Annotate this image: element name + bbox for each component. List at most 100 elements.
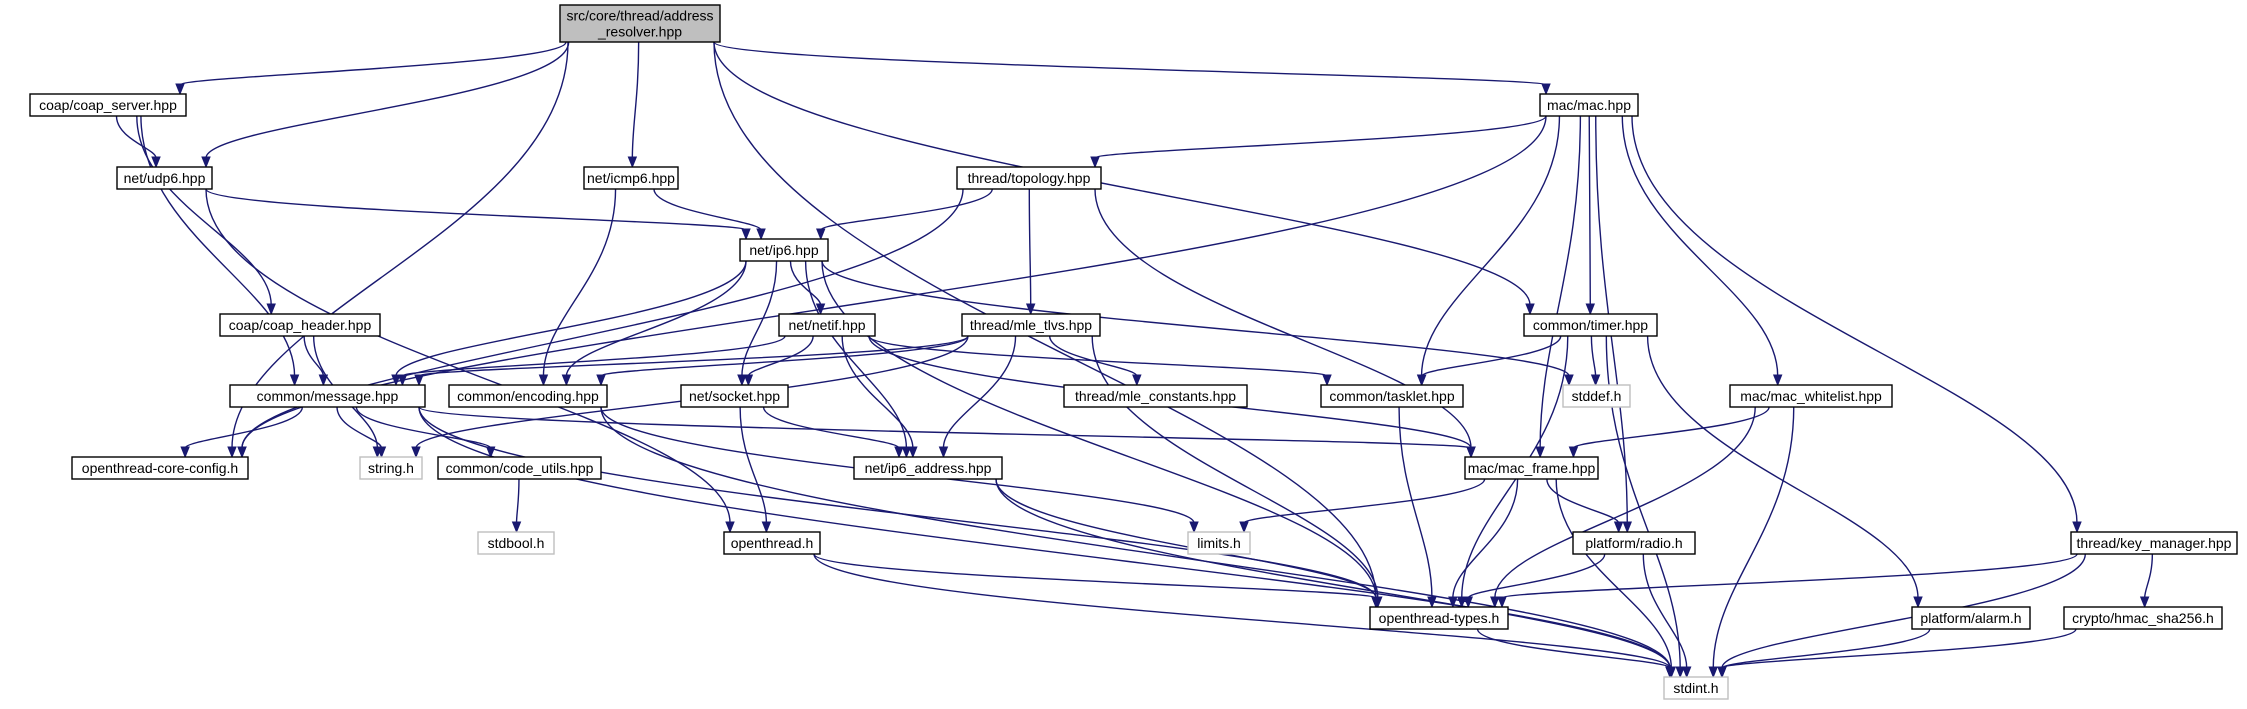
edge-line <box>1646 335 1919 599</box>
node-ip6-address[interactable]: net/ip6_address.hpp <box>853 456 1003 480</box>
node-mle-tlvs[interactable]: thread/mle_tlvs.hpp <box>961 313 1101 337</box>
node-stdbool[interactable]: stdbool.h <box>477 531 555 555</box>
edge-udp6-to-openthread <box>205 188 735 534</box>
arrowhead <box>1665 666 1675 679</box>
edge-mac-whitelist-to-stdint <box>1708 406 1795 679</box>
edge-mac-to-radio <box>1595 115 1632 534</box>
edge-line <box>1539 115 1582 449</box>
node-hmac[interactable]: crypto/hmac_sha256.h <box>2063 606 2223 630</box>
edge-line <box>713 41 1377 599</box>
arrowhead <box>743 374 754 387</box>
node-coap-server[interactable]: coap/coap_server.hpp <box>29 93 187 117</box>
node-mac-whitelist[interactable]: mac/mac_whitelist.hpp <box>1729 384 1893 408</box>
node-encoding[interactable]: common/encoding.hpp <box>448 384 608 408</box>
arrowhead <box>318 374 329 387</box>
node-mac-frame[interactable]: mac/mac_frame.hpp <box>1464 456 1599 480</box>
edge-hmac-to-stdint <box>1717 628 2077 679</box>
node-box <box>1729 384 1893 408</box>
edge-line <box>1712 406 1795 669</box>
node-alarm[interactable]: platform/alarm.h <box>1911 606 2031 630</box>
node-label: net/udp6.hpp <box>124 170 206 186</box>
arrowhead <box>596 374 606 387</box>
edge-message-to-string <box>336 406 387 459</box>
edge-line <box>762 406 900 449</box>
node-label: net/icmp6.hpp <box>587 170 675 186</box>
node-mac[interactable]: mac/mac.hpp <box>1539 93 1639 117</box>
node-coap-header[interactable]: coap/coap_header.hpp <box>219 313 381 337</box>
node-radio[interactable]: platform/radio.h <box>1572 531 1696 555</box>
node-stddef[interactable]: stddef.h <box>1562 384 1631 408</box>
node-openthread[interactable]: openthread.h <box>723 531 821 555</box>
arrowhead <box>1585 303 1596 316</box>
arrowhead <box>815 303 826 316</box>
arrowhead <box>561 374 572 387</box>
node-message[interactable]: common/message.hpp <box>229 384 426 408</box>
arrowhead <box>1417 374 1427 387</box>
node-box <box>1539 93 1639 117</box>
edge-line <box>739 406 768 524</box>
node-mle-constants[interactable]: thread/mle_constants.hpp <box>1063 384 1248 408</box>
edge-line <box>1721 553 2086 669</box>
edge-line <box>1494 406 1756 599</box>
node-box <box>2063 606 2223 630</box>
node-label: net/socket.hpp <box>689 388 780 404</box>
node-ip6[interactable]: net/ip6.hpp <box>739 238 829 262</box>
edge-ip6-to-encoding <box>561 260 747 387</box>
edge-tasklet-to-ot-types <box>1398 406 1437 609</box>
edge-line <box>418 406 1472 449</box>
node-tasklet[interactable]: common/tasklet.hpp <box>1320 384 1464 408</box>
edge-line <box>1421 335 1562 377</box>
edge-root-to-udp6 <box>201 41 570 169</box>
node-label: coap/coap_header.hpp <box>229 317 372 333</box>
edge-ip6-to-netif <box>789 260 826 316</box>
edge-line <box>653 188 762 231</box>
node-label: stddef.h <box>1572 388 1622 404</box>
edge-timer-to-ot-types <box>1456 335 1569 609</box>
arrowhead <box>938 446 949 459</box>
node-label: _resolver.hpp <box>597 24 682 40</box>
arrowhead <box>761 521 772 534</box>
node-limits[interactable]: limits.h <box>1187 531 1251 555</box>
edge-mac-whitelist-to-mac-frame <box>1568 406 1770 459</box>
edge-line <box>1467 553 1606 599</box>
node-topology[interactable]: thread/topology.hpp <box>956 166 1102 190</box>
edge-line <box>813 553 1671 669</box>
edge-line <box>1091 335 1379 599</box>
edge-topology-to-core-config <box>237 188 964 459</box>
node-icmp6[interactable]: net/icmp6.hpp <box>583 166 679 190</box>
edge-line <box>1094 115 1547 159</box>
node-udp6[interactable]: net/udp6.hpp <box>116 166 213 190</box>
node-key-manager[interactable]: thread/key_manager.hpp <box>2070 531 2238 555</box>
edge-mac-to-timer <box>1585 115 1596 316</box>
node-stdint[interactable]: stdint.h <box>1663 676 1729 700</box>
edge-mle-tlvs-to-message <box>414 335 969 387</box>
node-label: thread/key_manager.hpp <box>2077 535 2232 551</box>
edge-mac-to-topology <box>1090 115 1547 169</box>
edge-line <box>1420 115 1561 377</box>
node-socket[interactable]: net/socket.hpp <box>680 384 789 408</box>
node-label: common/encoding.hpp <box>457 388 599 404</box>
node-box <box>1523 313 1658 337</box>
arrowhead <box>1371 596 1381 609</box>
edge-mac-to-mac-frame <box>1535 115 1582 459</box>
arrowhead <box>2072 521 2082 534</box>
edge-line <box>741 260 778 377</box>
node-string[interactable]: string.h <box>359 456 423 480</box>
edge-line <box>515 478 520 524</box>
edge-line <box>1590 335 1597 377</box>
node-netif[interactable]: net/netif.hpp <box>778 313 876 337</box>
arrowhead <box>901 446 912 459</box>
node-core-config[interactable]: openthread-core-config.h <box>71 456 249 480</box>
node-box <box>680 384 789 408</box>
node-code-utils[interactable]: common/code_utils.hpp <box>437 456 602 480</box>
arrowhead <box>908 446 918 459</box>
node-ot-types[interactable]: openthread-types.h <box>1369 606 1509 630</box>
edge-line <box>1721 628 2077 669</box>
arrowhead <box>1535 446 1545 459</box>
edge-line <box>820 188 993 231</box>
arrowhead <box>1772 374 1783 387</box>
edge-line <box>355 406 492 449</box>
node-timer[interactable]: common/timer.hpp <box>1523 313 1658 337</box>
edge-coap-header-to-message <box>303 335 329 387</box>
arrowhead <box>1913 596 1923 609</box>
